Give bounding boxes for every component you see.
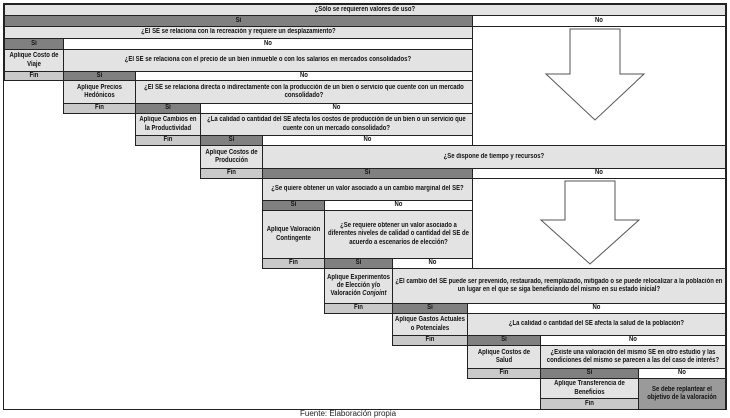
method-choice-experiments: Aplique Experimentos de Elección y/o Val… — [324, 268, 393, 304]
no-label: No — [428, 259, 437, 267]
method-hedonic: Aplique Precios Hedónicos — [63, 80, 136, 104]
question-property: ¿El SE se relaciona con el precio de un … — [63, 49, 473, 72]
question-choice-text: ¿Se requiere obtener un valor asociado a… — [328, 222, 469, 246]
method-choice-experiments-text: Aplique Experimentos de Elección y/o Val… — [326, 274, 391, 298]
yes-label: Sí — [165, 104, 171, 112]
no-label: No — [628, 336, 637, 344]
method-actual-costs: Aplique Gastos Actuales o Potenciales — [392, 313, 468, 336]
yes-label: Sí — [355, 259, 362, 267]
question-recreation-text: ¿El SE se relaciona con la recreación y … — [141, 28, 336, 36]
end-label: Fin — [354, 304, 363, 312]
down-arrow-icon — [544, 28, 646, 121]
end-cell: Fin — [63, 103, 136, 114]
no-label: No — [594, 16, 603, 24]
yes-label: Sí — [427, 304, 433, 312]
question-time-resources-text: ¿Se dispone de tiempo y recursos? — [443, 152, 545, 160]
no-label: No — [299, 71, 308, 79]
no-label: No — [394, 201, 403, 209]
question-transfer: ¿Existe una valoración del mismo SE en o… — [540, 345, 726, 369]
method-travel-cost: Aplique Costo de Viaje — [4, 49, 64, 72]
down-arrow-icon — [539, 180, 641, 265]
end-cell: Fin — [4, 71, 64, 81]
method-health-costs: Aplique Costos de Salud — [467, 345, 541, 369]
method-production-costs-text: Aplique Costos de Producción — [205, 148, 258, 164]
yes-label: Sí — [31, 39, 37, 47]
question-use-values-text: ¿Sólo se requieren valores de uso? — [314, 5, 416, 13]
method-health-costs-text: Aplique Costos de Salud — [477, 348, 531, 364]
end-label: Fin — [227, 169, 236, 177]
yes-label: Sí — [501, 336, 507, 344]
end-cell: Fin — [262, 258, 325, 269]
no-label: No — [594, 169, 603, 177]
question-prevent-text: ¿El cambio del SE puede ser prevenido, r… — [395, 277, 723, 293]
reconsider-objective: Se debe replantear el objetivo de la val… — [638, 378, 726, 410]
method-benefit-transfer-text: Aplique Transferencia de Beneficios — [554, 380, 625, 396]
end-label: Fin — [163, 136, 173, 144]
question-health-text: ¿La calidad o cantidad del SE afecta la … — [508, 320, 685, 328]
method-travel-cost-text: Aplique Costo de Viaje — [9, 52, 59, 68]
question-time-resources: ¿Se dispone de tiempo y recursos? — [262, 145, 726, 169]
no-label: No — [592, 304, 601, 312]
end-label: Fin — [585, 399, 594, 407]
question-marginal-text: ¿Se quiere obtener un valor asociado a u… — [271, 185, 464, 193]
end-label: Fin — [289, 259, 298, 267]
yes-label: Sí — [235, 16, 242, 24]
question-choice: ¿Se requiere obtener un valor asociado a… — [324, 210, 473, 259]
question-costs-text: ¿La calidad o cantidad del SE afecta los… — [207, 116, 466, 132]
flowchart-frame — [3, 3, 727, 410]
end-cell: Fin — [324, 303, 393, 314]
question-production-text: ¿El SE se relaciona directa o indirectam… — [144, 83, 464, 99]
method-choice-experiments-label: Aplique Experimentos de Elección y/o Val… — [327, 273, 390, 298]
no-label: No — [332, 104, 341, 112]
question-costs: ¿La calidad o cantidad del SE afecta los… — [200, 113, 473, 136]
question-marginal: ¿Se quiere obtener un valor asociado a u… — [262, 178, 473, 201]
source-footer: Fuente: Elaboración propia — [300, 409, 397, 418]
method-productivity: Aplique Cambios en la Productividad — [135, 113, 201, 136]
method-contingent-text: Aplique Valoración Contingente — [266, 226, 321, 242]
end-cell: Fin — [392, 335, 468, 346]
conjoint-label: Conjoint — [362, 290, 387, 298]
end-label: Fin — [95, 104, 104, 112]
end-cell: Fin — [200, 168, 263, 179]
method-actual-costs-text: Aplique Gastos Actuales o Potenciales — [395, 316, 465, 332]
end-label: Fin — [29, 71, 39, 79]
reconsider-objective-text: Se debe replantear el objetivo de la val… — [647, 385, 717, 401]
method-benefit-transfer: Aplique Transferencia de Beneficios — [540, 378, 639, 399]
question-prevent: ¿El cambio del SE puede ser prevenido, r… — [392, 268, 726, 304]
no-label: No — [363, 136, 372, 144]
method-productivity-text: Aplique Cambios en la Productividad — [139, 116, 197, 132]
yes-label: Sí — [364, 169, 371, 177]
end-label: Fin — [499, 369, 509, 377]
method-production-costs: Aplique Costos de Producción — [200, 145, 263, 169]
yes-label: Sí — [228, 136, 235, 144]
question-transfer-text: ¿Existe una valoración del mismo SE en o… — [546, 348, 720, 364]
end-label: Fin — [425, 336, 435, 344]
question-health: ¿La calidad o cantidad del SE afecta la … — [467, 313, 726, 336]
no-label: No — [263, 39, 272, 47]
end-cell: Fin — [540, 398, 639, 410]
yes-label: Sí — [290, 201, 297, 209]
method-contingent: Aplique Valoración Contingente — [262, 210, 325, 259]
question-production: ¿El SE se relaciona directa o indirectam… — [135, 80, 473, 104]
yes-label: Sí — [586, 369, 593, 377]
no-label: No — [678, 369, 686, 377]
method-hedonic-text: Aplique Precios Hedónicos — [76, 83, 122, 99]
yes-label: Sí — [96, 71, 103, 79]
end-cell: Fin — [467, 368, 541, 379]
end-cell: Fin — [135, 135, 201, 146]
question-property-text: ¿El SE se relaciona con el precio de un … — [124, 56, 412, 64]
